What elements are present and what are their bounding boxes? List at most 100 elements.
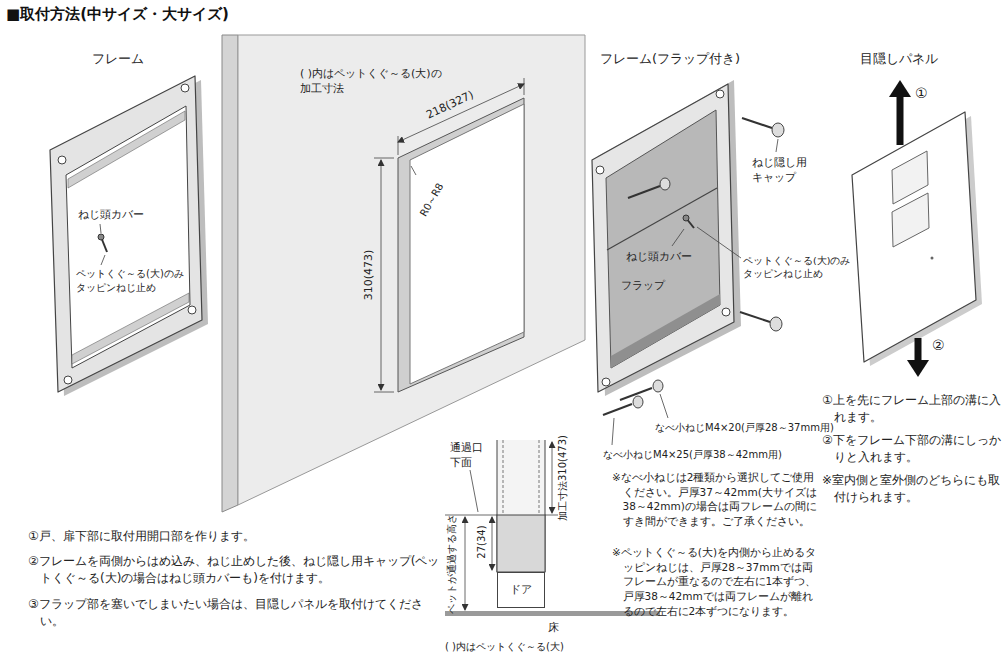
dimension-label: ペットが通過する高さ — [445, 514, 459, 614]
frame-drawing — [188, 306, 196, 314]
direction-arrow — [915, 338, 922, 362]
screw-symbol — [740, 312, 770, 322]
step-text: ①上を先にフレーム上部の溝に入れます。 — [822, 392, 1004, 426]
frame-drawing — [68, 111, 185, 188]
dimension-line — [381, 160, 382, 390]
flap-panel: フラップ — [619, 277, 669, 298]
frame-drawing — [66, 106, 190, 368]
part-label: ねじ隠し用 キャップ — [752, 155, 818, 186]
frame-drawing — [181, 84, 189, 92]
direction-arrow — [889, 80, 911, 97]
leader-line — [697, 227, 741, 258]
leader-line — [100, 224, 101, 233]
leader-line — [776, 139, 778, 152]
part-label: ペットくぐ～る(大)のみ タッピンねじ止め — [743, 254, 853, 281]
part-label: ペットくぐ～る(大)のみ タッピンねじ止め — [76, 267, 188, 295]
section-view — [545, 515, 558, 516]
door-slab — [238, 35, 585, 505]
flap-frame-drawing — [660, 178, 670, 190]
dimension-line — [398, 84, 524, 142]
leader-line — [660, 394, 668, 418]
flap-frame-drawing — [596, 166, 604, 174]
dimension-label: 310(473) — [361, 250, 376, 301]
frame-drawing — [50, 76, 202, 392]
panel-drawing — [931, 257, 934, 260]
callout-number: ② — [932, 336, 945, 356]
screw-symbol — [603, 404, 632, 415]
leader-line — [101, 255, 105, 265]
part-label: なべ小ねじM4×20(戸厚28～37mm用) — [655, 421, 834, 435]
step-text: ③フラップ部を塞いでしまいたい場合は、目隠しパネルを取付けてください。 — [28, 596, 445, 630]
screw-symbol — [772, 123, 784, 137]
screw-symbol — [770, 317, 782, 331]
section-view — [552, 442, 553, 513]
panel-drawing — [852, 112, 976, 362]
direction-arrow — [889, 80, 929, 377]
section-view — [465, 517, 466, 610]
section-view — [492, 517, 493, 570]
frame-drawing — [72, 293, 189, 364]
flap-frame-drawing — [611, 294, 720, 368]
dimension-line — [374, 158, 394, 159]
section-view — [539, 440, 540, 515]
flap-frame-drawing — [716, 90, 724, 98]
section-view — [497, 440, 545, 515]
note-text: ( )内はペットくぐ～る(大) — [445, 640, 564, 654]
part-heading: フレーム — [92, 50, 144, 68]
part-heading: フレーム(フラップ付き) — [600, 50, 740, 68]
note-text: ※ペットくぐ～る(大)を内側から止めるタッピンねじは、戸厚28～37mmでは両フ… — [612, 545, 818, 618]
page-title: ■取付方法(中サイズ・大サイズ) — [6, 5, 229, 24]
part-label: 通過口 下面 — [450, 440, 495, 469]
leader-line — [470, 470, 478, 512]
dimension-label: 27(34) — [475, 525, 489, 558]
node-text: ドア — [510, 583, 532, 597]
step-text: ②フレームを両側からはめ込み、ねじ止めした後、ねじ隠し用キャップ(ペットくぐ～る… — [28, 553, 445, 587]
screw-symbol — [620, 388, 652, 400]
panel-drawing — [892, 193, 929, 247]
dimension-line — [411, 166, 416, 175]
screw-symbol — [633, 396, 643, 408]
flap-frame-drawing — [683, 215, 689, 221]
dimension-line — [398, 136, 399, 155]
step-text: ※室内側と室外側のどちらにも取付けられます。 — [822, 472, 1004, 506]
frame-drawing — [98, 234, 104, 240]
dimension-line — [374, 392, 394, 393]
screw-symbol — [653, 380, 663, 392]
section-view — [445, 440, 660, 616]
step-text: ②下をフレーム下部の溝にしっかりと入れます。 — [822, 432, 1004, 466]
frame-drawing — [64, 376, 72, 384]
part-label: なべ小ねじM4×25(戸厚38～42mm用) — [603, 448, 782, 462]
flap-frame-drawing — [628, 186, 660, 198]
door-slab — [410, 104, 524, 384]
dimension-label: 加工寸法310(473) — [556, 435, 570, 521]
node-text: フラップ — [621, 279, 667, 293]
part-label: 床 — [548, 620, 559, 635]
frame-drawing — [58, 156, 66, 164]
callout-number: ① — [915, 84, 928, 104]
dimension-line — [524, 78, 525, 95]
door-box: ドア — [497, 572, 545, 608]
note-text: ( )内はペットくぐ～る(大)の 加工寸法 — [300, 66, 475, 97]
leader-line — [612, 418, 614, 445]
section-view — [497, 515, 545, 572]
door-slab — [222, 35, 238, 512]
flap-frame-drawing — [607, 188, 717, 250]
flap-frame-drawing — [722, 308, 730, 316]
screw-symbol — [742, 118, 772, 128]
leader-line — [672, 229, 684, 246]
direction-arrow — [907, 360, 929, 377]
door-slab — [398, 98, 524, 392]
note-text: ※なべ小ねじは2種類から選択してご使用ください。戸厚37～42mm(大サイズは3… — [612, 470, 818, 529]
part-label: ねじ頭カバー — [78, 207, 144, 222]
frame-drawing — [50, 76, 208, 396]
section-view — [503, 440, 504, 515]
part-label: ねじ頭カバー — [626, 249, 692, 264]
flap-frame-drawing — [606, 110, 720, 368]
step-text: ①戸、扉下部に取付用開口部を作ります。 — [28, 528, 445, 545]
dimension-line — [374, 78, 524, 392]
part-heading: 目隠しパネル — [860, 50, 938, 68]
flap-frame-drawing — [602, 378, 610, 386]
direction-arrow — [897, 95, 904, 145]
flap-frame-drawing — [592, 80, 741, 396]
